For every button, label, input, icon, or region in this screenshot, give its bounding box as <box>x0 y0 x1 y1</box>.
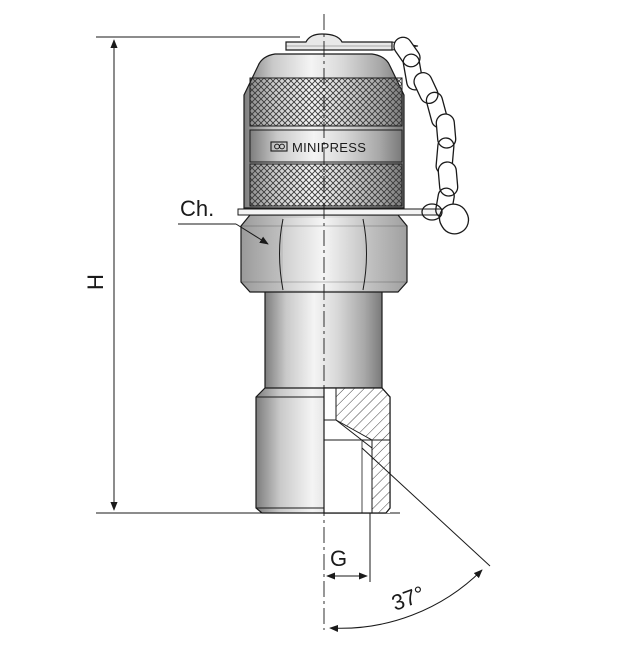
retaining-chain <box>393 36 470 235</box>
brand-name: MINIPRESS <box>292 140 366 155</box>
height-dimension: H <box>83 36 400 514</box>
knurl-band-lower <box>249 163 403 207</box>
brand-logo <box>270 141 288 152</box>
test-point-cap: MINIPRESS <box>237 53 445 216</box>
thread-dimension: G <box>326 513 371 582</box>
knurl-band-upper <box>249 77 403 127</box>
hex-nut <box>240 214 408 293</box>
angle-label: 37° <box>388 581 428 616</box>
thread-label: G <box>330 546 347 571</box>
hatched-wall-thread <box>371 439 391 514</box>
fitting-body <box>255 289 391 514</box>
wrench-size-label: Ch. <box>180 196 214 221</box>
wrench-size-callout: Ch. <box>178 196 269 245</box>
height-label: H <box>83 274 108 290</box>
